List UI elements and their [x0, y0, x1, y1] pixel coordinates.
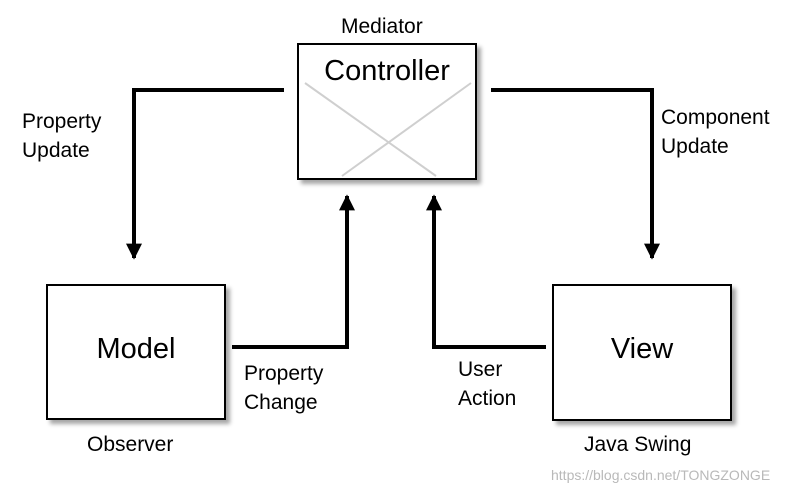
controller-title: Controller: [324, 55, 450, 87]
controller-role-label: Mediator: [341, 15, 423, 38]
component-update-line-1: Component: [661, 106, 770, 129]
controller-placeholder-cross: [304, 82, 472, 177]
controller-box: Controller: [297, 43, 477, 180]
property-change-line-2: Change: [244, 391, 318, 414]
user-action-label: User Action: [458, 355, 516, 413]
property-update-line-2: Update: [22, 139, 90, 162]
watermark: https://blog.csdn.net/TONGZONGE: [551, 467, 771, 483]
property-change-arrow: [232, 194, 355, 349]
component-update-arrow: [491, 88, 660, 260]
component-update-label: Component Update: [661, 103, 770, 161]
view-title: View: [610, 333, 674, 365]
property-update-arrow: [126, 88, 284, 260]
property-change-label: Property Change: [244, 359, 323, 417]
model-role-label: Observer: [87, 433, 174, 456]
user-action-arrow: [426, 194, 546, 349]
view-role-label: Java Swing: [584, 433, 692, 456]
property-update-line-1: Property: [22, 110, 102, 133]
property-change-line-1: Property: [244, 362, 324, 385]
user-action-line-1: User: [458, 358, 503, 381]
component-update-line-2: Update: [661, 135, 729, 158]
property-update-label: Property Update: [22, 107, 101, 165]
user-action-line-2: Action: [458, 387, 517, 410]
model-box: Model: [46, 284, 226, 420]
view-box: View: [552, 284, 732, 421]
model-title: Model: [96, 333, 176, 365]
